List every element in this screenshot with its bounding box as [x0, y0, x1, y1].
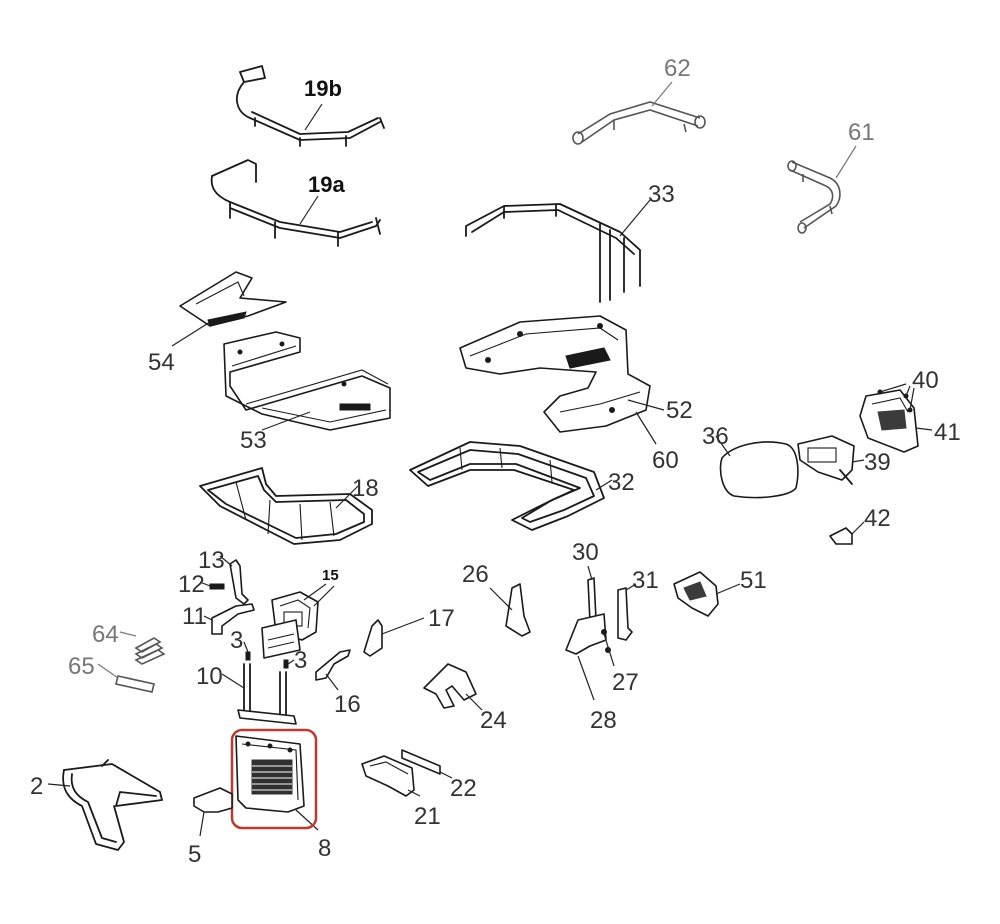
- part-5-skid[interactable]: [193, 787, 233, 837]
- label-54: 54: [148, 349, 175, 376]
- label-15: 15: [322, 567, 339, 584]
- label-12: 12: [178, 571, 205, 598]
- leader-60: [635, 411, 657, 445]
- label-27: 27: [612, 669, 639, 696]
- label-13: 13: [198, 547, 225, 574]
- leader-28: [577, 655, 595, 701]
- part-12-bolt[interactable]: [199, 581, 225, 590]
- part-11-bracket[interactable]: [203, 603, 255, 635]
- part-52-rear-panel[interactable]: [459, 315, 665, 433]
- part-19a-rack-bar[interactable]: [210, 159, 381, 247]
- label-52: 52: [666, 397, 693, 424]
- part-16-bracket[interactable]: [315, 649, 351, 691]
- part-3-screw-lower[interactable]: [283, 659, 295, 669]
- part-31-upright[interactable]: [617, 583, 637, 641]
- part-8-front-grille[interactable]: [235, 735, 319, 831]
- label-24: 24: [480, 707, 507, 734]
- label-28: 28: [590, 707, 617, 734]
- label-19a: 19a: [308, 172, 345, 197]
- label-10: 10: [196, 663, 223, 690]
- part-22-plate[interactable]: [401, 749, 453, 779]
- label-33: 33: [648, 181, 675, 208]
- part-51-plate[interactable]: [673, 571, 741, 617]
- label-3-upper: 3: [230, 627, 243, 654]
- label-3-lower: 3: [294, 647, 307, 674]
- part-64-grip-strips[interactable]: [119, 631, 166, 665]
- part-27-fastener[interactable]: [601, 629, 615, 667]
- part-39-bracket[interactable]: [797, 435, 865, 485]
- label-19b: 19b: [304, 76, 342, 101]
- part-13-bracket[interactable]: [219, 555, 249, 605]
- label-65: 65: [68, 653, 95, 680]
- label-16: 16: [334, 691, 361, 718]
- part-33-rack-rail[interactable]: [465, 199, 651, 303]
- label-11: 11: [182, 603, 207, 630]
- part-24-guard[interactable]: [423, 663, 483, 711]
- part-18-front-frame[interactable]: [199, 467, 373, 545]
- label-5: 5: [188, 841, 201, 868]
- label-36: 36: [702, 423, 729, 450]
- part-53-front-panel[interactable]: [223, 331, 391, 431]
- label-8: 8: [318, 835, 331, 862]
- part-15-mount-plate[interactable]: [261, 583, 335, 659]
- label-31: 31: [632, 567, 659, 594]
- part-61-grab-bar[interactable]: [787, 145, 857, 234]
- label-22: 22: [450, 775, 477, 802]
- part-62-grab-bar[interactable]: [572, 81, 706, 145]
- label-26: 26: [462, 561, 489, 588]
- label-21: 21: [414, 803, 441, 830]
- part-65-grip-strip[interactable]: [97, 663, 155, 693]
- label-41: 41: [934, 419, 961, 446]
- label-32: 32: [608, 469, 635, 496]
- part-30-upright[interactable]: [565, 565, 607, 655]
- label-40: 40: [912, 367, 939, 394]
- part-19b-rack-bar[interactable]: [236, 65, 385, 147]
- part-2-front-bumper[interactable]: [47, 759, 163, 851]
- part-26-bracket[interactable]: [489, 583, 531, 637]
- part-17-bracket[interactable]: [363, 617, 425, 657]
- label-42: 42: [864, 505, 891, 532]
- label-2: 2: [30, 773, 43, 800]
- label-39: 39: [864, 449, 891, 476]
- label-30: 30: [572, 539, 599, 566]
- part-36-seat-pad[interactable]: [715, 435, 799, 499]
- part-3-screw-upper[interactable]: [243, 641, 251, 661]
- part-10-upright-frame[interactable]: [221, 663, 297, 725]
- label-60: 60: [652, 447, 679, 474]
- label-18: 18: [352, 475, 379, 502]
- label-17: 17: [428, 605, 455, 632]
- part-32-rear-frame[interactable]: [409, 441, 613, 531]
- part-54-panel[interactable]: [171, 271, 287, 347]
- label-61: 61: [848, 119, 875, 146]
- highlight-box: [230, 728, 318, 830]
- part-41-backrest-bracket[interactable]: [859, 383, 933, 453]
- part-21-cover[interactable]: [361, 755, 421, 797]
- part-42-clip[interactable]: [829, 521, 865, 545]
- label-64: 64: [92, 621, 119, 648]
- label-62: 62: [664, 55, 691, 82]
- label-51: 51: [740, 567, 767, 594]
- label-53: 53: [240, 427, 267, 454]
